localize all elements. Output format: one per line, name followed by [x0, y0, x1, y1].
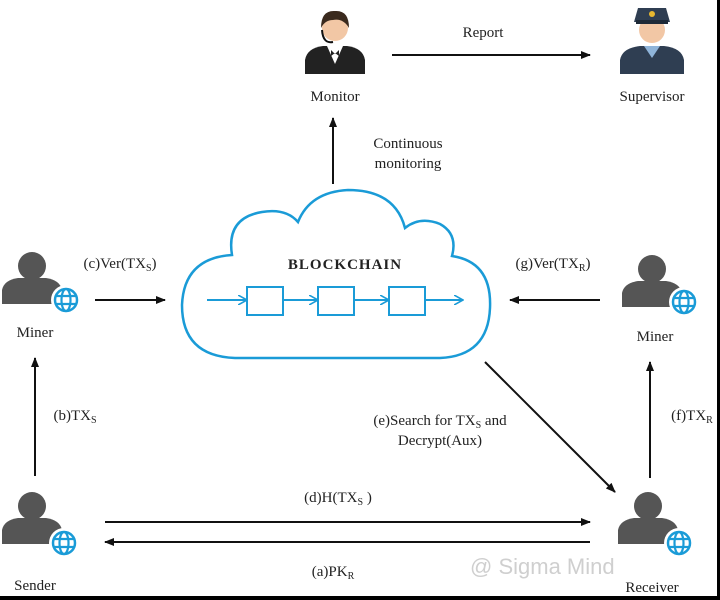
- miner-left-label: Miner: [17, 325, 54, 341]
- supervisor-police-icon: [620, 8, 684, 74]
- report-label: Report: [463, 25, 505, 41]
- monitor-label: Monitor: [310, 89, 359, 105]
- watermark: @ Sigma Mind: [470, 554, 615, 579]
- block-1: [246, 286, 284, 316]
- sender-label: Sender: [14, 578, 56, 594]
- globe-icon: [662, 526, 696, 560]
- right-border: [717, 0, 720, 600]
- search-arrow: [484, 361, 616, 493]
- monitoring-label-line2: monitoring: [375, 156, 442, 172]
- bottom-border: [0, 596, 720, 600]
- monitor-avatar-icon: [305, 10, 365, 74]
- txs-label: (b)TXS: [53, 408, 96, 426]
- globe-icon: [667, 285, 701, 319]
- receiver-label: Receiver: [625, 580, 678, 596]
- search-label-line2: Decrypt(Aux): [398, 433, 482, 449]
- block-2: [317, 286, 355, 316]
- block-chain: [207, 286, 462, 316]
- globe-icon: [47, 526, 81, 560]
- block-3: [388, 286, 426, 316]
- search-label-line1: (e)Search for TXS and: [373, 413, 507, 431]
- blockchain-label: BLOCKCHAIN: [288, 257, 402, 273]
- supervisor-label: Supervisor: [620, 89, 685, 105]
- ver-txr-label: (g)Ver(TXR): [516, 256, 591, 274]
- ver-txs-label: (c)Ver(TXS): [83, 256, 156, 274]
- miner-right-label: Miner: [637, 329, 674, 345]
- globe-icon: [49, 283, 83, 317]
- blockchain-cloud: [180, 188, 492, 360]
- monitoring-label-line1: Continuous: [373, 136, 442, 152]
- txr-label: (f)TXR: [671, 408, 713, 426]
- hash-label: (d)H(TXS ): [304, 490, 372, 508]
- public-key-label: (a)PKR: [312, 564, 355, 582]
